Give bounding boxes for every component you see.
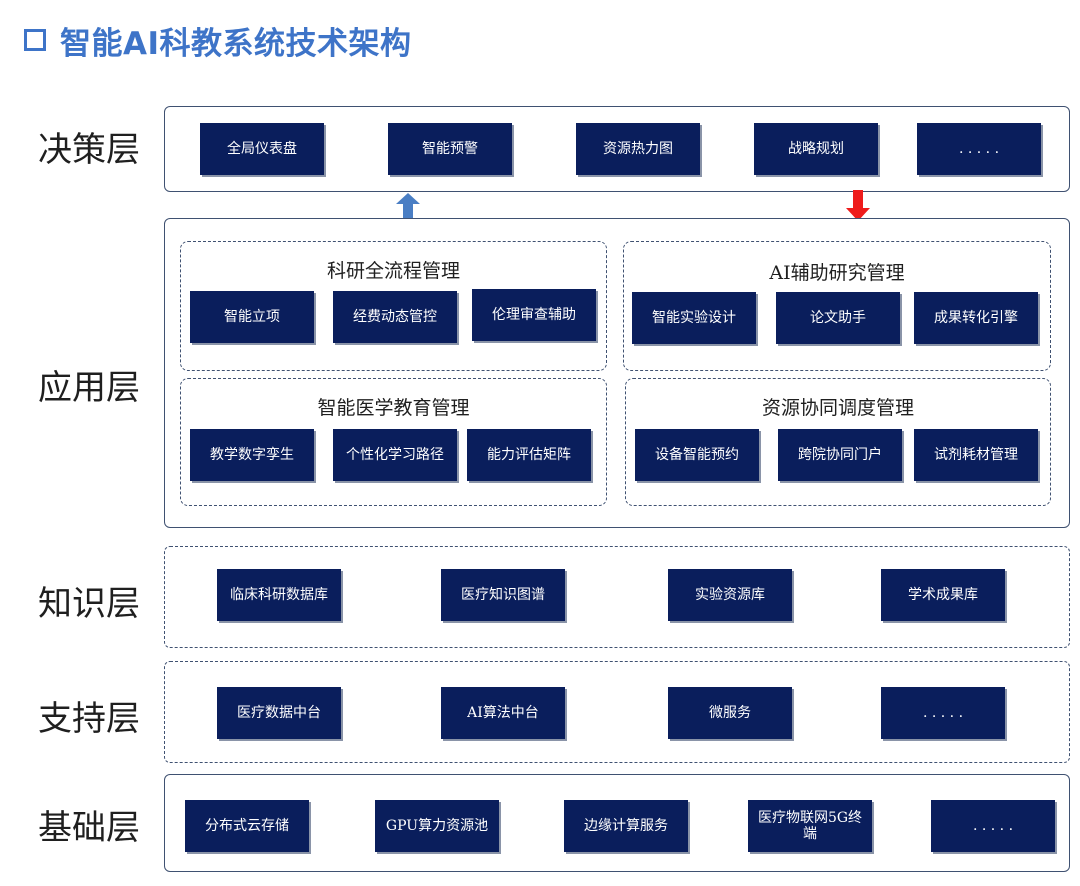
app-item[interactable]: 经费动态管控 [333,291,457,343]
arrow-down-icon [846,190,870,221]
decision-item[interactable]: 资源热力图 [576,123,700,175]
arrow-up-icon [396,193,420,219]
infrastructure-item[interactable]: 医疗物联网5G终端 [748,800,872,852]
infrastructure-layer-label: 基础层 [38,808,140,848]
group-title: 智能医学教育管理 [317,397,470,419]
app-item[interactable]: 跨院协同门户 [778,429,902,481]
infrastructure-item[interactable]: 边缘计算服务 [564,800,688,852]
group-title: 科研全流程管理 [326,260,460,282]
group-title: AI辅助研究管理 [769,262,905,284]
app-item[interactable]: 个性化学习路径 [333,429,457,481]
app-item[interactable]: 伦理审查辅助 [472,289,596,341]
infrastructure-item[interactable]: GPU算力资源池 [375,800,499,852]
app-item[interactable]: 试剂耗材管理 [914,429,1038,481]
infrastructure-item[interactable]: . . . . . [931,800,1055,852]
application-layer-frame: 科研全流程管理 智能立项 经费动态管控 伦理审查辅助 AI辅助研究管理 智能实验… [164,218,1070,528]
app-item[interactable]: 设备智能预约 [635,429,759,481]
page-title-text: 智能AI科教系统技术架构 [60,25,412,62]
app-item[interactable]: 成果转化引擎 [914,292,1038,344]
page-title: 智能AI科教系统技术架构 [24,18,412,62]
app-item[interactable]: 论文助手 [776,292,900,344]
group-medical-education: 智能医学教育管理 教学数字孪生 个性化学习路径 能力评估矩阵 [180,378,607,506]
group-research-process: 科研全流程管理 智能立项 经费动态管控 伦理审查辅助 [180,241,607,371]
arrow-down-shape [846,190,870,221]
knowledge-item[interactable]: 医疗知识图谱 [441,569,565,621]
decision-item[interactable]: . . . . . [917,123,1041,175]
knowledge-item[interactable]: 学术成果库 [881,569,1005,621]
decision-item[interactable]: 智能预警 [388,123,512,175]
app-item[interactable]: 能力评估矩阵 [467,429,591,481]
knowledge-item[interactable]: 实验资源库 [668,569,792,621]
support-layer-label: 支持层 [38,699,140,739]
support-layer-frame: 医疗数据中台 AI算法中台 微服务 . . . . . [164,661,1070,763]
support-item[interactable]: 微服务 [668,687,792,739]
app-item[interactable]: 智能实验设计 [632,292,756,344]
group-title: 资源协同调度管理 [761,397,914,419]
app-item[interactable]: 智能立项 [190,291,314,343]
decision-layer-frame: 全局仪表盘 智能预警 资源热力图 战略规划 . . . . . [164,106,1070,192]
group-resource-scheduling: 资源协同调度管理 设备智能预约 跨院协同门户 试剂耗材管理 [625,378,1051,506]
support-item[interactable]: AI算法中台 [441,687,565,739]
app-item[interactable]: 教学数字孪生 [190,429,314,481]
group-ai-research: AI辅助研究管理 智能实验设计 论文助手 成果转化引擎 [623,241,1051,371]
support-item[interactable]: . . . . . [881,687,1005,739]
decision-item[interactable]: 全局仪表盘 [200,123,324,175]
arrow-up-shape [396,193,420,219]
infrastructure-layer-frame: 分布式云存储 GPU算力资源池 边缘计算服务 医疗物联网5G终端 . . . .… [164,774,1070,872]
application-layer-label: 应用层 [38,368,140,408]
decision-item[interactable]: 战略规划 [754,123,878,175]
knowledge-layer-frame: 临床科研数据库 医疗知识图谱 实验资源库 学术成果库 [164,546,1070,648]
knowledge-layer-label: 知识层 [38,584,140,624]
support-item[interactable]: 医疗数据中台 [217,687,341,739]
decision-layer-label: 决策层 [38,130,140,170]
square-bullet-icon [24,29,46,51]
knowledge-item[interactable]: 临床科研数据库 [217,569,341,621]
infrastructure-item[interactable]: 分布式云存储 [185,800,309,852]
